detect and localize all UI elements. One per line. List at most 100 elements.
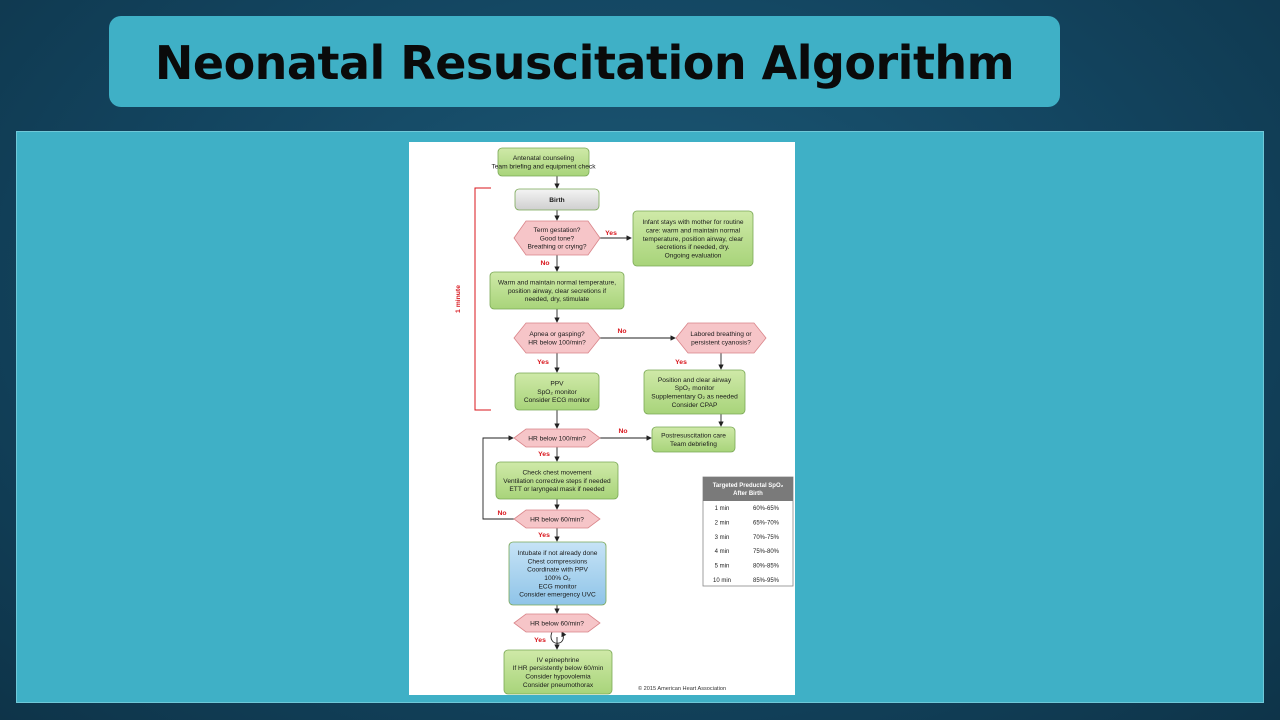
intubate-box-line: 100% O₂ — [544, 575, 571, 582]
chest-movement-box-line: Ventilation corrective steps if needed — [503, 478, 611, 485]
hr100-decision-shape — [513, 428, 601, 448]
apnea-decision-line: HR below 100/min? — [528, 339, 586, 346]
spo2-table-time: 3 min — [715, 535, 730, 541]
routine-care-box-line: Infant stays with mother for routine — [642, 219, 743, 226]
yes-label-apnea: Yes — [537, 359, 549, 366]
term-gestation-decision: Term gestation?Good tone?Breathing or cr… — [513, 220, 601, 256]
spo2-table-time: 1 min — [715, 506, 730, 512]
birth-box-line: Birth — [549, 197, 564, 204]
no-label-apnea: No — [617, 328, 626, 335]
intubate-box-line: Coordinate with PPV — [527, 567, 588, 574]
slide-title: Neonatal Resuscitation Algorithm — [154, 36, 1015, 90]
ppv-box-shape — [514, 372, 600, 411]
spo2-table-range: 60%-65% — [753, 506, 780, 512]
spo2-table-range: 70%-75% — [753, 535, 780, 541]
spo2-table-header-text: Targeted Preductal SpO₂ — [713, 483, 784, 489]
warm-box: Warm and maintain normal temperature,pos… — [489, 271, 625, 310]
apnea-decision-line: Apnea or gasping? — [529, 331, 585, 338]
position-airway-box-shape — [643, 369, 746, 415]
intubate-box-shape — [508, 541, 607, 606]
yes-label-hr60: Yes — [538, 532, 550, 539]
routine-care-box-line: care: warm and maintain normal — [646, 228, 741, 235]
spo2-table-time: 10 min — [713, 578, 731, 584]
spo2-table-range: 75%-80% — [753, 549, 780, 555]
routine-care-box-line: secretions if needed, dry. — [656, 244, 729, 251]
intubate-box-line: ECG monitor — [538, 583, 577, 590]
spo2-table-range: 65%-70% — [753, 520, 780, 526]
labored-breathing-decision-shape — [675, 322, 767, 354]
antenatal-box-line: Antenatal counseling — [513, 155, 575, 162]
hr60-decision-line: HR below 60/min? — [530, 516, 584, 523]
labored-breathing-decision-line: persistent cyanosis? — [691, 339, 751, 346]
no-label-hr60: No — [497, 510, 506, 517]
ppv-box-line: PPV — [550, 381, 564, 388]
copyright-text: © 2015 American Heart Association — [638, 685, 726, 692]
spo2-table-header — [703, 477, 793, 501]
ppv-box-line: SpO₂ monitor — [537, 389, 577, 396]
chest-movement-box-shape — [495, 461, 619, 500]
epinephrine-box-line: Consider hypovolemia — [525, 673, 591, 680]
chest-movement-box-line: ETT or laryngeal mask if needed — [509, 486, 605, 493]
epinephrine-box-line: Consider pneumothorax — [523, 682, 594, 689]
postresuscitation-box-line: Team debriefing — [670, 441, 717, 448]
apnea-decision: Apnea or gasping?HR below 100/min? — [513, 322, 601, 354]
yes-label-hr100: Yes — [538, 451, 550, 458]
edge-hr60-loop-back — [482, 435, 514, 520]
title-banner: Neonatal Resuscitation Algorithm — [109, 16, 1060, 107]
one-minute-bracket — [474, 187, 491, 411]
spo2-table-header-text: After Birth — [733, 491, 763, 497]
apnea-decision-shape — [513, 322, 601, 354]
term-gestation-decision-line: Good tone? — [540, 235, 575, 242]
antenatal-box-line: Team briefing and equipment check — [491, 163, 596, 170]
routine-care-box: Infant stays with mother for routine care… — [632, 210, 754, 267]
epinephrine-box-line: If HR persistently below 60/min — [513, 665, 604, 672]
hr100-decision-line: HR below 100/min? — [528, 435, 586, 442]
intubate-box-line: Intubate if not already done — [518, 550, 598, 557]
intubate-box-line: Chest compressions — [528, 558, 588, 565]
birth-box: Birth — [514, 188, 600, 211]
hr60-decision-2-shape — [513, 613, 601, 633]
ppv-box-line: Consider ECG monitor — [524, 397, 591, 404]
postresuscitation-box-line: Postresuscitation care — [661, 433, 726, 440]
epinephrine-box-line: IV epinephrine — [537, 657, 580, 664]
intubate-box-line: Consider emergency UVC — [519, 592, 596, 599]
position-airway-box-line: SpO₂ monitor — [675, 385, 715, 392]
warm-box-line: needed, dry, stimulate — [525, 296, 590, 303]
hr60-decision-2: HR below 60/min? — [513, 613, 601, 633]
hr60-decision-2-line: HR below 60/min? — [530, 620, 584, 627]
routine-care-box-line: temperature, position airway, clear — [643, 236, 744, 243]
hr100-decision: HR below 100/min? — [513, 428, 601, 448]
spo2-table-time: 5 min — [715, 564, 730, 570]
routine-care-box-shape — [632, 210, 754, 267]
hr60-decision-shape — [513, 509, 601, 529]
epinephrine-box-shape — [503, 649, 613, 695]
yes-label-term: Yes — [605, 230, 617, 237]
yes-label-labored: Yes — [675, 359, 687, 366]
yes-label-hr60-2: Yes — [534, 637, 546, 644]
spo2-target-table: Targeted Preductal SpO₂ After Birth 1 min 6… — [702, 476, 794, 587]
warm-box-line: position airway, clear secretions if — [508, 288, 606, 295]
spo2-table-range: 85%-95% — [753, 578, 780, 584]
one-minute-label: 1 minute — [455, 285, 462, 313]
position-airway-box-line: Position and clear airway — [658, 377, 732, 384]
warm-box-shape — [489, 271, 625, 310]
chest-movement-box-line: Check chest movement — [523, 470, 592, 477]
term-gestation-decision-line: Breathing or crying? — [527, 244, 586, 251]
antenatal-box-shape — [497, 147, 590, 177]
hr60-decision: HR below 60/min? — [513, 509, 601, 529]
postresuscitation-box-shape — [651, 426, 736, 453]
spo2-table-time: 4 min — [715, 549, 730, 555]
position-airway-box-line: Consider CPAP — [672, 402, 718, 409]
labored-breathing-decision-line: Labored breathing or — [690, 331, 752, 338]
no-label-term: No — [540, 260, 549, 267]
no-label-hr100: No — [618, 428, 627, 435]
spo2-table-time: 2 min — [715, 520, 730, 526]
